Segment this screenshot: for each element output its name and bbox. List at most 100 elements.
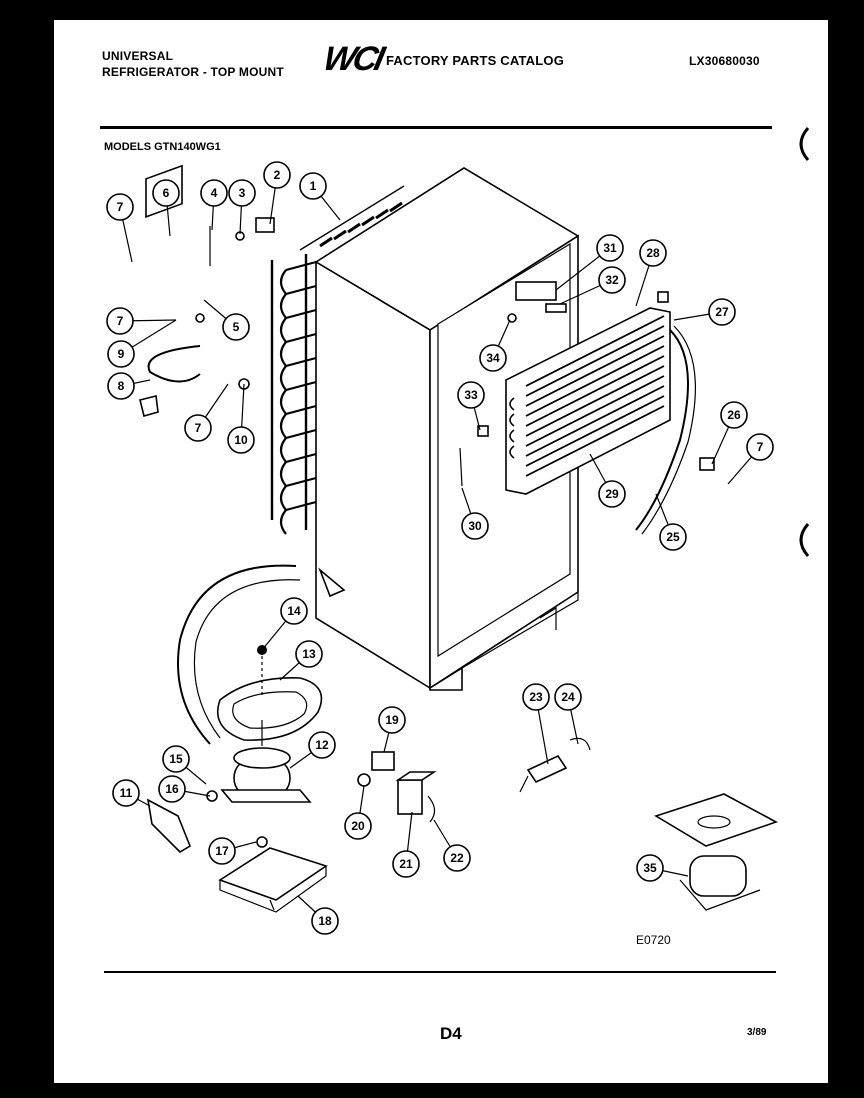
compressor-base bbox=[218, 847, 328, 913]
binder-mark bbox=[799, 523, 810, 557]
callout-label: 13 bbox=[295, 640, 323, 668]
callout-number: 9 bbox=[118, 347, 125, 361]
callout-label: 16 bbox=[158, 775, 186, 803]
capillary-tube bbox=[147, 345, 201, 383]
callout-number: 7 bbox=[195, 421, 202, 435]
callout-label: 31 bbox=[596, 234, 624, 262]
callout-number: 2 bbox=[274, 168, 281, 182]
callout-label: 4 bbox=[200, 179, 228, 207]
callout-label: 22 bbox=[443, 844, 471, 872]
callout-label: 11 bbox=[112, 779, 140, 807]
fan-motor-assembly bbox=[654, 793, 778, 911]
catalog-title: FACTORY PARTS CATALOG bbox=[386, 53, 565, 68]
callout-number: 21 bbox=[399, 857, 413, 871]
callout-label: 17 bbox=[208, 837, 236, 865]
callout-number: 4 bbox=[211, 186, 218, 200]
condenser-coil bbox=[270, 185, 405, 535]
callout-label: 21 bbox=[392, 850, 420, 878]
evaporator bbox=[505, 291, 671, 495]
callout-label: 18 bbox=[311, 907, 339, 935]
callout-number: 22 bbox=[450, 851, 464, 865]
callout-label: 35 bbox=[636, 854, 664, 882]
callout-number: 8 bbox=[118, 379, 125, 393]
model-number: MODELS GTN140WG1 bbox=[104, 141, 221, 153]
callout-label: 15 bbox=[162, 745, 190, 773]
callout-label: 7 bbox=[106, 193, 134, 221]
callout-number: 19 bbox=[385, 713, 399, 727]
callout-label: 14 bbox=[280, 597, 308, 625]
callout-number: 5 bbox=[233, 320, 240, 334]
callout-label: 19 bbox=[378, 706, 406, 734]
page-number: D4 bbox=[440, 1024, 462, 1043]
drain-hose-edge bbox=[641, 325, 696, 535]
tube-arrow bbox=[318, 567, 346, 598]
callout-number: 16 bbox=[165, 782, 179, 796]
header-rule bbox=[100, 126, 772, 129]
callout-number: 6 bbox=[163, 186, 170, 200]
callout-label: 10 bbox=[227, 426, 255, 454]
callout-label: 2 bbox=[263, 161, 291, 189]
callout-number: 10 bbox=[234, 433, 248, 447]
callout-number: 27 bbox=[715, 305, 729, 319]
thermostat bbox=[139, 395, 159, 417]
revision-date: 3/89 bbox=[747, 1027, 767, 1038]
callout-number: 13 bbox=[302, 647, 316, 661]
callout-label: 8 bbox=[107, 372, 135, 400]
callout-number: 33 bbox=[464, 388, 478, 402]
callout-number: 3 bbox=[239, 186, 246, 200]
callout-number: 34 bbox=[486, 351, 500, 365]
callout-number: 12 bbox=[315, 738, 329, 752]
callout-label: 12 bbox=[308, 731, 336, 759]
callout-number: 26 bbox=[727, 408, 741, 422]
callout-number: 11 bbox=[120, 786, 133, 800]
discharge-tube-edge bbox=[193, 579, 301, 739]
callout-label: 34 bbox=[479, 344, 507, 372]
binder-mark bbox=[799, 127, 810, 161]
callout-label: 3 bbox=[228, 179, 256, 207]
callout-number: 31 bbox=[603, 241, 617, 255]
callout-label: 33 bbox=[457, 381, 485, 409]
compressor bbox=[220, 720, 312, 803]
drain-hose bbox=[635, 329, 689, 531]
brand-line-2: REFRIGERATOR - TOP MOUNT bbox=[102, 65, 284, 79]
callout-label: 26 bbox=[720, 401, 748, 429]
part-24 bbox=[569, 737, 591, 751]
callout-number: 20 bbox=[351, 819, 365, 833]
callout-label: 20 bbox=[344, 812, 372, 840]
part-11-drier bbox=[146, 798, 191, 854]
catalog-number: LX30680030 bbox=[689, 54, 760, 68]
callout-number: 24 bbox=[561, 690, 575, 704]
drain-pan bbox=[216, 645, 323, 741]
callout-number: 17 bbox=[215, 844, 229, 858]
callout-number: 7 bbox=[117, 314, 124, 328]
callout-label: 24 bbox=[554, 683, 582, 711]
callout-label: 25 bbox=[659, 523, 687, 551]
callout-label: 5 bbox=[222, 313, 250, 341]
callout-label: 1 bbox=[299, 172, 327, 200]
brand-line-1: UNIVERSAL bbox=[102, 49, 174, 63]
callout-number: 29 bbox=[605, 487, 619, 501]
refrigerator-cabinet bbox=[314, 167, 580, 691]
callout-label: 27 bbox=[708, 298, 736, 326]
callout-number: 18 bbox=[318, 914, 332, 928]
callout-label: 7 bbox=[184, 414, 212, 442]
callout-label: 6 bbox=[152, 179, 180, 207]
callout-number: 25 bbox=[666, 530, 680, 544]
callout-number: 15 bbox=[169, 752, 183, 766]
discharge-tube bbox=[177, 564, 297, 745]
callout-label: 30 bbox=[461, 512, 489, 540]
callout-label: 7 bbox=[746, 433, 774, 461]
diagram-code: E0720 bbox=[636, 933, 671, 947]
callout-label: 29 bbox=[598, 480, 626, 508]
callout-number: 7 bbox=[117, 200, 124, 214]
callout-number: 28 bbox=[646, 246, 660, 260]
callout-label: 23 bbox=[522, 683, 550, 711]
callout-label: 9 bbox=[107, 340, 135, 368]
callout-number: 32 bbox=[605, 273, 619, 287]
callout-number: 23 bbox=[529, 690, 543, 704]
callout-number: 1 bbox=[310, 179, 317, 193]
callout-number: 30 bbox=[468, 519, 482, 533]
callout-label: 7 bbox=[106, 307, 134, 335]
